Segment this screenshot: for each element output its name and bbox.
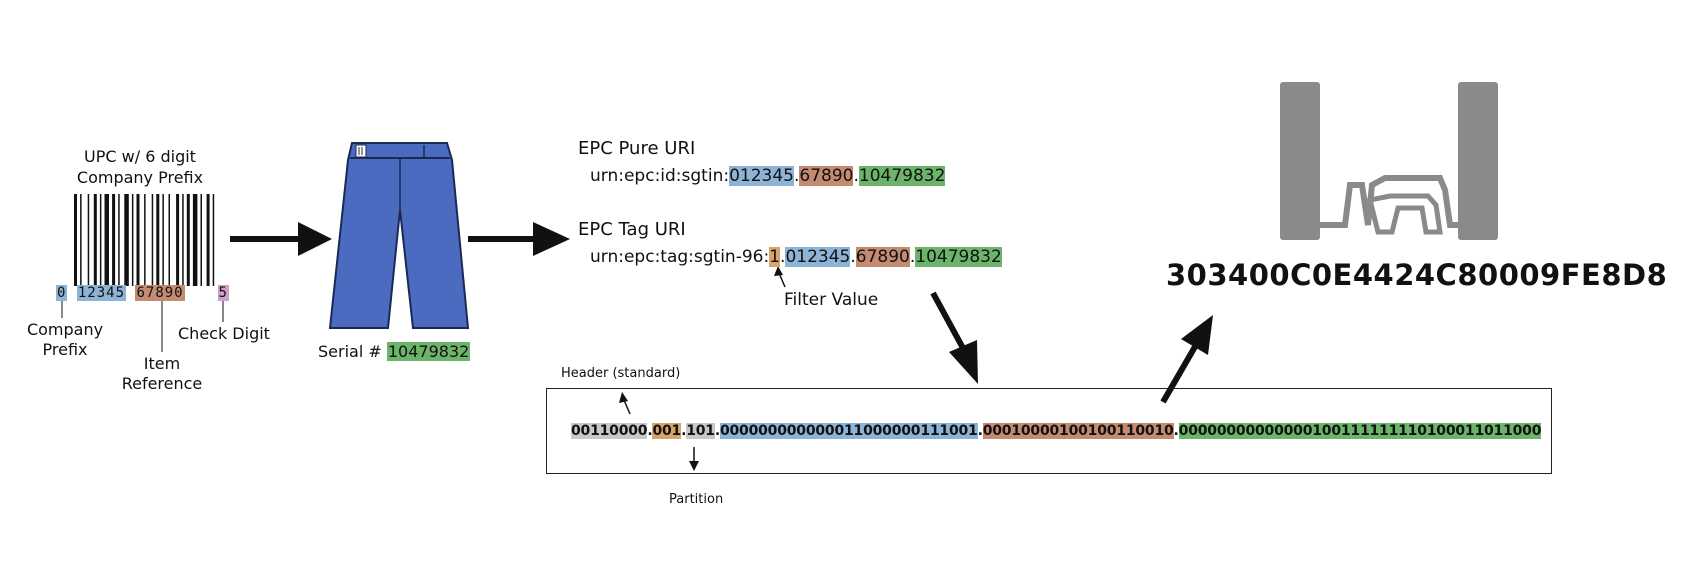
binary-encoding: 00110000.001.101.00000000000001100000011… xyxy=(571,423,1541,439)
upc-title-line1: UPC w/ 6 digit xyxy=(84,147,196,166)
binary-sep2: . xyxy=(681,423,687,439)
company-prefix-label-line1: Company xyxy=(26,320,104,339)
epc-tag-uri: urn:epc:tag:sgtin-96:1.012345.67890.1047… xyxy=(590,247,1002,267)
upc-digits: 0 12345 67890 5 xyxy=(56,285,229,301)
pure-uri-serial: 10479832 xyxy=(858,166,946,186)
upc-digit-item: 67890 xyxy=(135,285,185,301)
filter-pointer-arrow xyxy=(774,266,786,288)
item-reference-label-line2: Reference xyxy=(121,374,203,393)
epc-pure-uri: urn:epc:id:sgtin:012345.67890.10479832 xyxy=(590,166,946,186)
item-reference-label-line1: Item xyxy=(143,354,181,373)
serial-prefix: Serial # xyxy=(318,342,382,361)
check-digit-label: Check Digit xyxy=(178,324,270,343)
tag-uri-company: 012345 xyxy=(785,247,851,267)
tag-uri-item: 67890 xyxy=(855,247,910,267)
barcode-bar xyxy=(212,194,215,286)
binary-item: 00010000100100110010 xyxy=(982,423,1174,439)
arrow-upc-to-pants xyxy=(230,222,332,256)
barcode-bar xyxy=(87,194,90,286)
company-prefix-label-line2: Prefix xyxy=(42,340,88,359)
barcode-bar xyxy=(176,194,180,286)
barcode-bar xyxy=(156,194,160,286)
binary-filter: 001 xyxy=(652,423,682,439)
partition-pointer-arrow xyxy=(689,447,699,471)
partition-label: Partition xyxy=(669,492,724,507)
serial-label: Serial # 10479832 xyxy=(318,342,471,361)
upc-title-line2: Company Prefix xyxy=(76,168,204,187)
pure-uri-company: 012345 xyxy=(729,166,794,186)
company-prefix-label: Company Prefix xyxy=(22,320,108,360)
barcode-bar xyxy=(131,194,134,286)
upc-digit-check: 5 xyxy=(217,285,229,301)
binary-serial: 00000000000000100111111110100011011000 xyxy=(1178,423,1542,439)
binary-sep3: . xyxy=(714,423,720,439)
barcode-bar xyxy=(151,194,154,286)
barcode-bar xyxy=(93,194,97,286)
epc-tag-uri-title: EPC Tag URI xyxy=(578,219,686,240)
barcode-bar xyxy=(186,194,190,286)
binary-box xyxy=(546,388,1552,474)
barcode-bar xyxy=(74,194,77,286)
binary-partition: 101 xyxy=(686,423,715,439)
barcode-bar xyxy=(192,194,198,286)
barcode-bar xyxy=(99,194,102,286)
barcode-bar xyxy=(168,194,170,286)
arrow-uri-to-binary xyxy=(930,291,978,384)
item-reference-label: Item Reference xyxy=(112,354,212,394)
rfid-tag-icon xyxy=(1280,82,1498,240)
barcode-bar xyxy=(162,194,164,286)
upc-digit-prefix: 12345 xyxy=(76,285,127,301)
barcode-bar xyxy=(80,194,82,286)
arrow-binary-to-hex xyxy=(1160,315,1213,404)
tag-uri-sep3: . xyxy=(909,247,916,267)
barcode-icon xyxy=(74,194,215,286)
serial-value: 10479832 xyxy=(386,342,471,361)
tag-uri-filter: 1 xyxy=(769,247,781,267)
tag-uri-serial: 10479832 xyxy=(915,247,1002,267)
tag-uri-sep2: . xyxy=(850,247,856,267)
header-label: Header (standard) xyxy=(561,366,681,381)
tag-uri-prefix: urn:epc:tag:sgtin-96: xyxy=(590,247,770,267)
arrow-pants-to-uri xyxy=(468,222,570,256)
header-pointer-arrow xyxy=(619,392,631,415)
tag-uri-sep1: . xyxy=(780,247,786,267)
epc-pure-uri-title: EPC Pure URI xyxy=(578,138,696,159)
upc-title: UPC w/ 6 digit Company Prefix xyxy=(60,146,220,188)
pure-uri-item: 67890 xyxy=(799,166,854,186)
binary-header: 00110000 xyxy=(571,423,648,439)
barcode-bar xyxy=(182,194,184,286)
binary-sep4: . xyxy=(977,423,983,439)
pure-uri-sep1: . xyxy=(793,166,800,186)
barcode-bar xyxy=(144,194,146,286)
binary-sep5: . xyxy=(1173,423,1179,439)
hex-epc: 303400C0E4424C80009FE8D8 xyxy=(1166,258,1668,292)
barcode-bar xyxy=(206,194,210,286)
barcode-bar xyxy=(200,194,202,286)
filter-value-label: Filter Value xyxy=(784,290,879,310)
binary-company: 000000000000011000000111001 xyxy=(719,423,978,439)
barcode-bar xyxy=(136,194,140,286)
pure-uri-sep2: . xyxy=(853,166,859,186)
pure-uri-prefix: urn:epc:id:sgtin: xyxy=(590,166,730,186)
binary-sep1: . xyxy=(647,423,653,439)
barcode-bar xyxy=(124,194,129,286)
barcode-bar xyxy=(112,194,116,286)
upc-digit-first: 0 xyxy=(56,285,68,301)
barcode-bar xyxy=(104,194,109,286)
barcode-bar xyxy=(118,194,120,286)
pants-icon xyxy=(328,142,470,329)
